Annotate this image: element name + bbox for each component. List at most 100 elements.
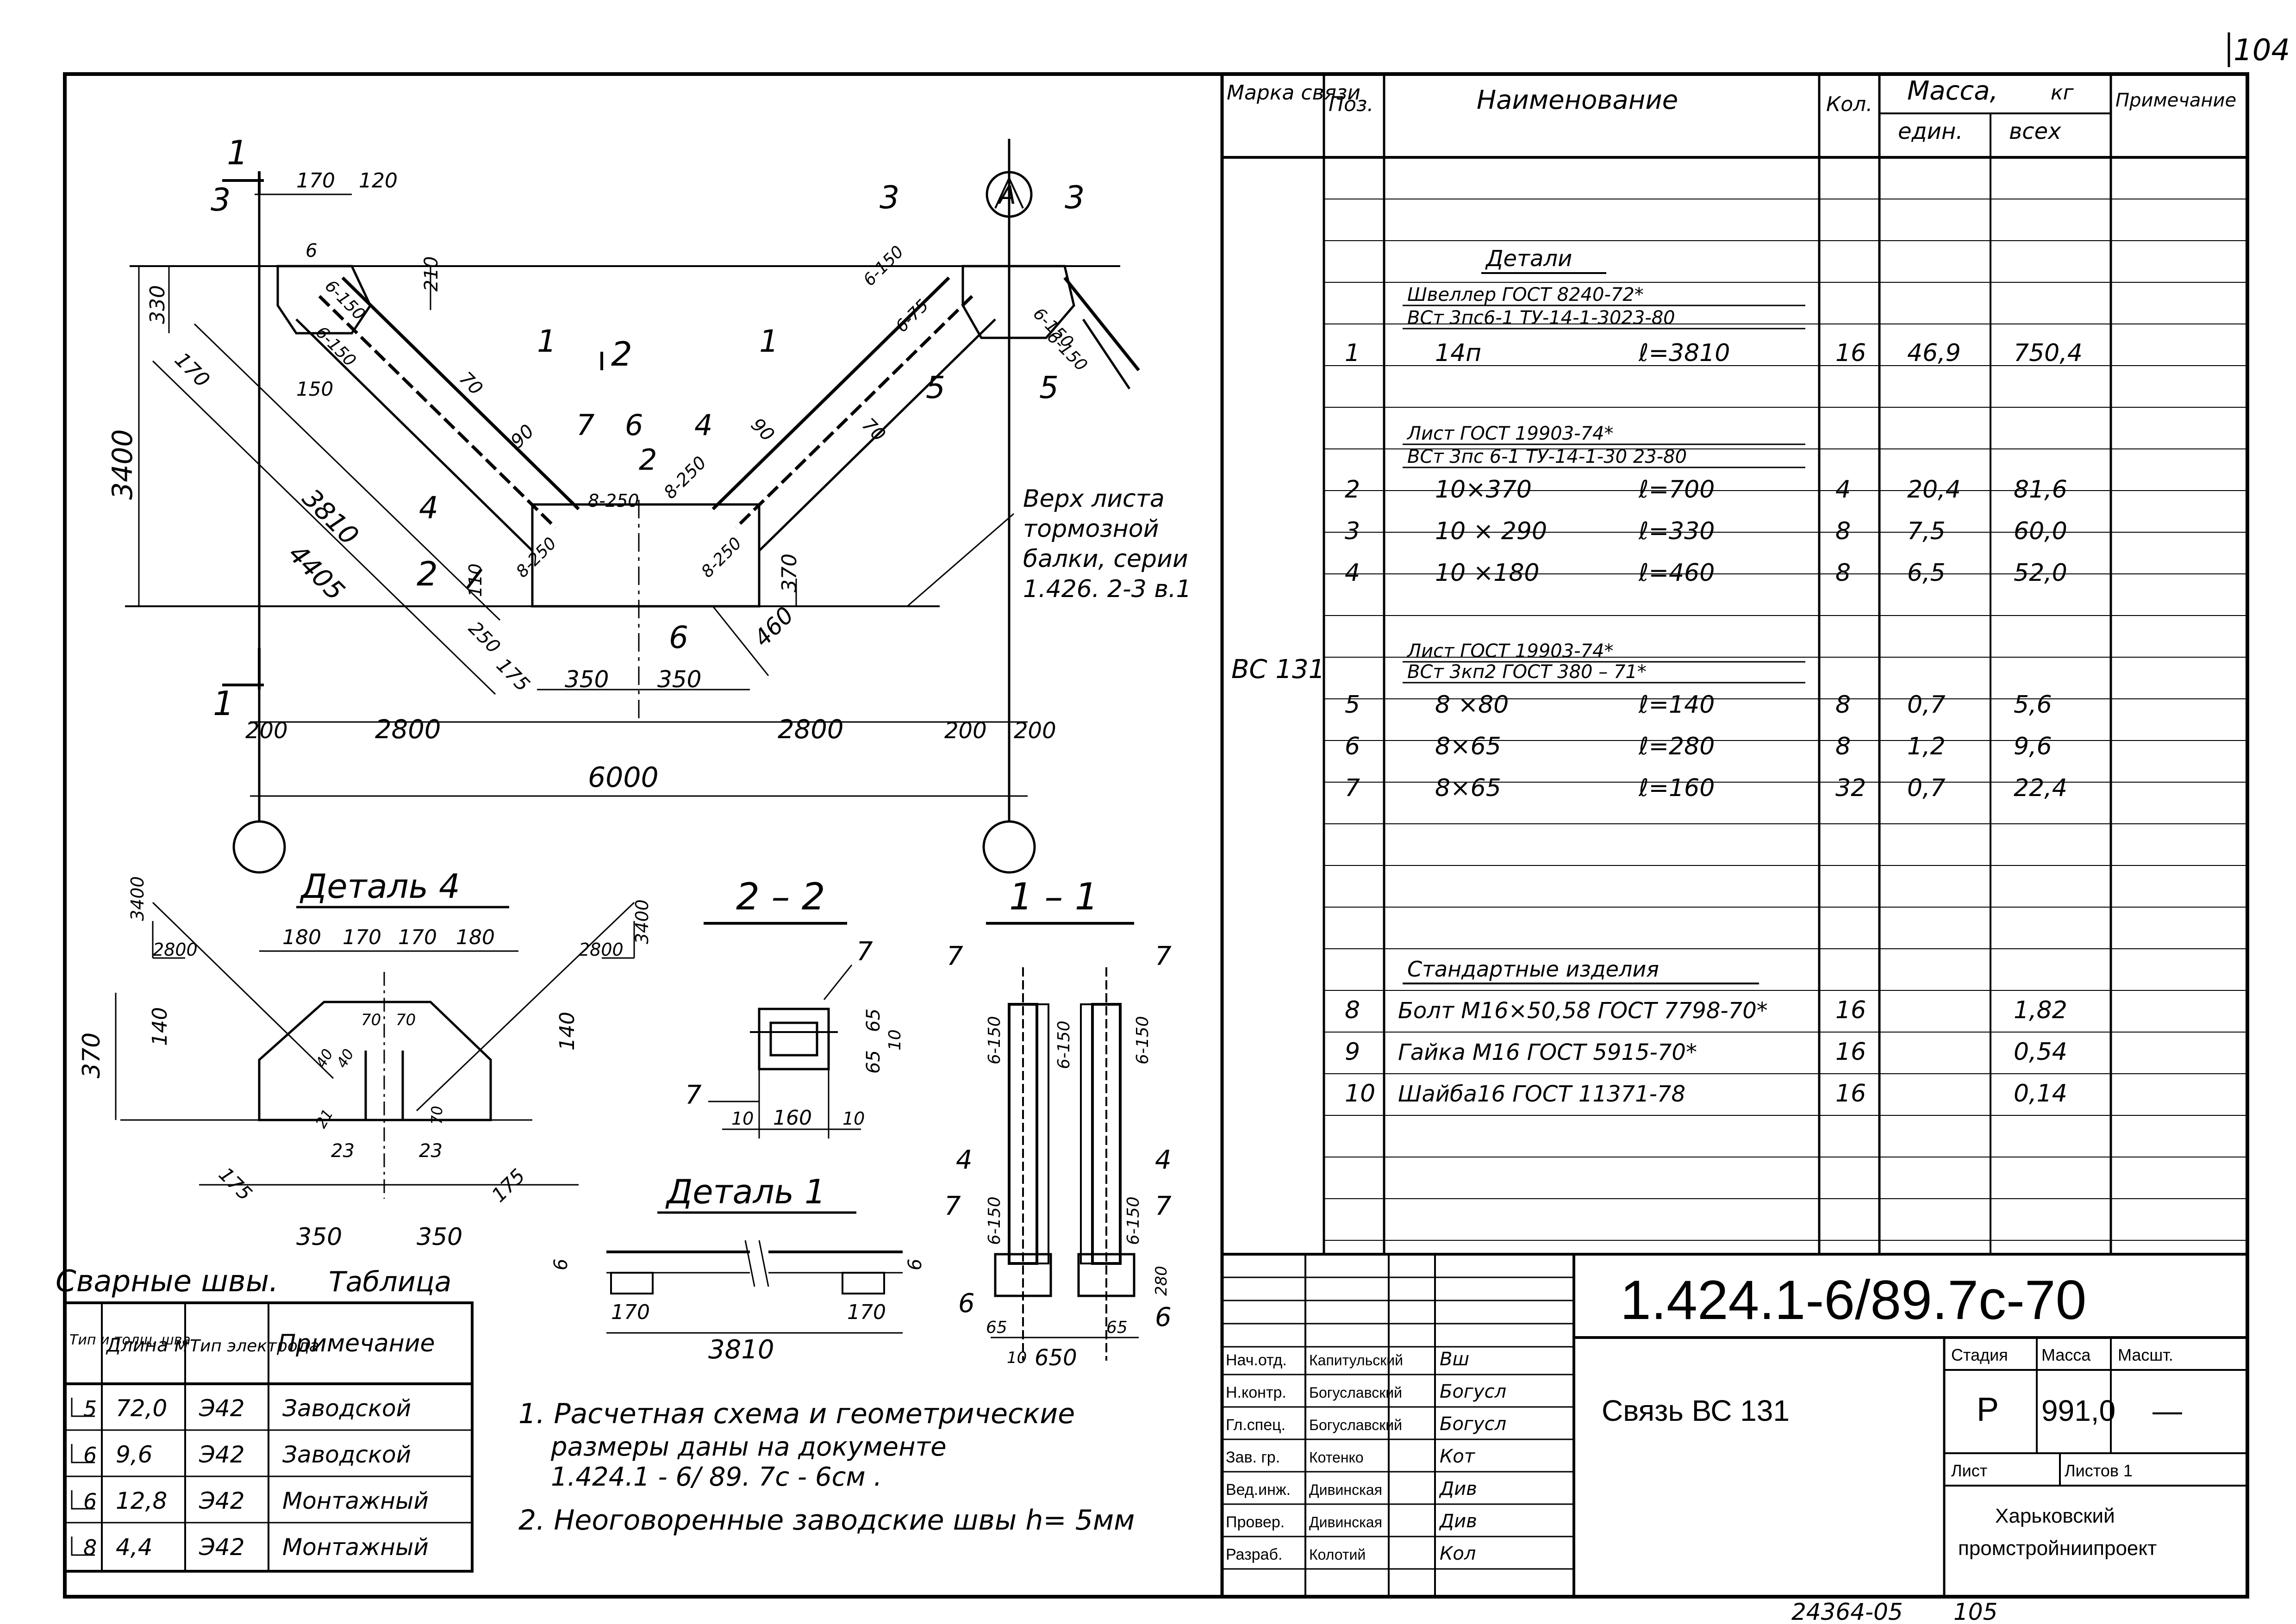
d4-dim-170-a: 170 [343,926,381,949]
spec-col-mass: Масса, [1907,76,1998,106]
d4-dim-180-a: 180 [282,926,321,949]
s22-dim-160: 160 [773,1106,812,1130]
spec-row-qty: 8 [1835,559,1851,587]
note-line-4: 2. Неоговоренные заводские швы h= 5мм [518,1504,1135,1537]
approval-role: Н.контр. [1226,1384,1286,1401]
s22-dim-10-b: 10 [731,1108,754,1129]
s11-dim-10: 10 [1007,1349,1027,1367]
dim-370: 370 [778,554,801,592]
weld-note: Заводской [282,1441,411,1468]
d4-dim-140-b: 140 [555,1012,579,1051]
weld-electrode: Э42 [199,1487,245,1514]
weld-note: Заводской [282,1395,411,1422]
spec-row-length: ℓ=460 [1638,559,1715,587]
spec-row-total-mass: 9,6 [2014,733,2052,760]
spec-group3-line1: Лист ГОСТ 19903-74* [1406,641,1614,662]
d4-dim-370: 370 [78,1033,106,1078]
dim-6-a: 6 [306,240,317,261]
weld-length: 12,8 [116,1487,167,1514]
bottom-number: 24364-05 [1791,1599,1903,1624]
spec-row-length: ℓ=700 [1638,476,1715,504]
dim-3400: 3400 [106,429,139,500]
spec-row-unit-mass: 0,7 [1907,774,1946,802]
drawing-title: Связь ВС 131 [1602,1394,1790,1427]
spec-row-pos: 10 [1345,1080,1375,1108]
general-notes: 1. Расчетная схема и геометрические разм… [518,1398,1135,1537]
dim-350-b: 350 [657,666,701,693]
spec-col-kg: кг [2051,81,2074,105]
spec-row-qty: 8 [1835,517,1851,545]
weld-symbol-icon [71,1537,95,1556]
d4-dim-70-a: 70 [361,1011,381,1029]
approval-signature: Вш [1440,1349,1469,1370]
axis-mark: А [998,180,1016,210]
spec-row-total-mass: 0,54 [2014,1038,2067,1066]
note-line-3: 1.424.1 - 6/ 89. 7с - 6см . [551,1462,882,1492]
d1-dim-170-b: 170 [847,1300,886,1324]
s11-pos7-a: 7 [947,941,963,971]
d4-dim-350-b: 350 [417,1223,462,1251]
spec-row-qty: 8 [1835,691,1851,719]
d4-dim-170-b: 170 [398,926,437,949]
spec-row-name: 8×65 [1435,733,1501,760]
spec-row-total-mass: 52,0 [2014,559,2067,587]
pos-mark-6-b: 6 [669,620,688,655]
spec-row-name: 10×370 [1435,476,1532,504]
main-elevation-labels: 1 1 2 2 3 3 3 4 5 5 6 6 7 2 1 1 4 170 12… [106,133,1192,794]
spec-col-note: Примечание [2115,90,2236,111]
s11-pos7-c: 7 [944,1191,961,1221]
s11-weld-b: 6-150 [1054,1020,1073,1069]
approval-signature: Богусл [1440,1381,1506,1402]
approval-person: Колотий [1309,1546,1366,1563]
dim-175: 175 [492,653,534,696]
spec-row-pos: 9 [1345,1038,1360,1066]
s22-pos7-b: 7 [685,1080,702,1110]
approval-role: Зав. гр. [1226,1449,1280,1466]
weld-table-title: Сварные швы. [56,1264,279,1299]
approval-person: Дивинская [1309,1481,1382,1498]
dim-330: 330 [146,285,169,324]
org-line-1: Харьковский [1995,1505,2115,1527]
spec-col-qty: Кол. [1826,93,1872,116]
spec-col-pos: Поз. [1329,93,1373,116]
d4-dim-40-b: 40 [333,1046,357,1071]
s11-pos6-b: 6 [1155,1302,1172,1332]
dim-90-a: 90 [507,421,539,453]
spec-row-pos: 2 [1345,476,1360,504]
spec-row-unit-mass: 6,5 [1907,559,1946,587]
s22-dim-65-b: 65 [863,1050,884,1074]
spec-row-total-mass: 0,14 [2014,1080,2067,1108]
d4-dim-175-a: 175 [214,1163,256,1205]
spec-group2-line2: ВСт 3пс 6-1 ТУ-14-1-30 23-80 [1407,446,1687,467]
note-top-1: Верх листа [1023,485,1165,513]
spec-row-unit-mass: 7,5 [1907,517,1946,545]
pos-mark-3-left: 3 [211,182,231,218]
approval-signature: Кот [1440,1446,1476,1467]
spec-row-qty: 4 [1835,476,1851,504]
approval-person: Капитульский [1309,1352,1403,1369]
spec-row-total-mass: 81,6 [2014,476,2067,504]
s22-dim-10-c: 10 [842,1108,865,1129]
s11-dim-65-b: 65 [1106,1318,1128,1337]
spec-row-length: ℓ=140 [1638,691,1715,719]
section22-title: 2 – 2 [736,875,825,918]
spec-row-total-mass: 60,0 [2014,517,2067,545]
detail-1: Деталь 1 6 6 170 170 3810 [550,1172,926,1365]
spec-row-length: ℓ=3810 [1638,339,1730,367]
pos-mark-1-right: 1 [759,324,779,359]
sheets-label: Листов 1 [2065,1461,2133,1480]
page-number: 104 [2234,33,2290,68]
spec-table: Марка связи Поз. Наименование Кол. Масса… [1222,74,2247,1254]
approval-signature: Див [1439,1478,1477,1500]
dim-6000: 6000 [588,761,659,794]
drawing-code: 1.424.1-6/89.7с-70 [1620,1269,2086,1331]
spec-row-pos: 7 [1345,774,1360,802]
approval-signature: Богусл [1440,1413,1506,1435]
dim-2800-b: 2800 [778,715,844,745]
spec-row-total-mass: 5,6 [2014,691,2052,719]
d4-slope-right-b: 2800 [579,940,624,960]
note-top-4: 1.426. 2-3 в.1 [1023,575,1192,603]
spec-row-qty: 8 [1835,733,1851,760]
spec-row-unit-mass: 46,9 [1907,339,1961,367]
spec-row-unit-mass: 1,2 [1907,733,1946,760]
